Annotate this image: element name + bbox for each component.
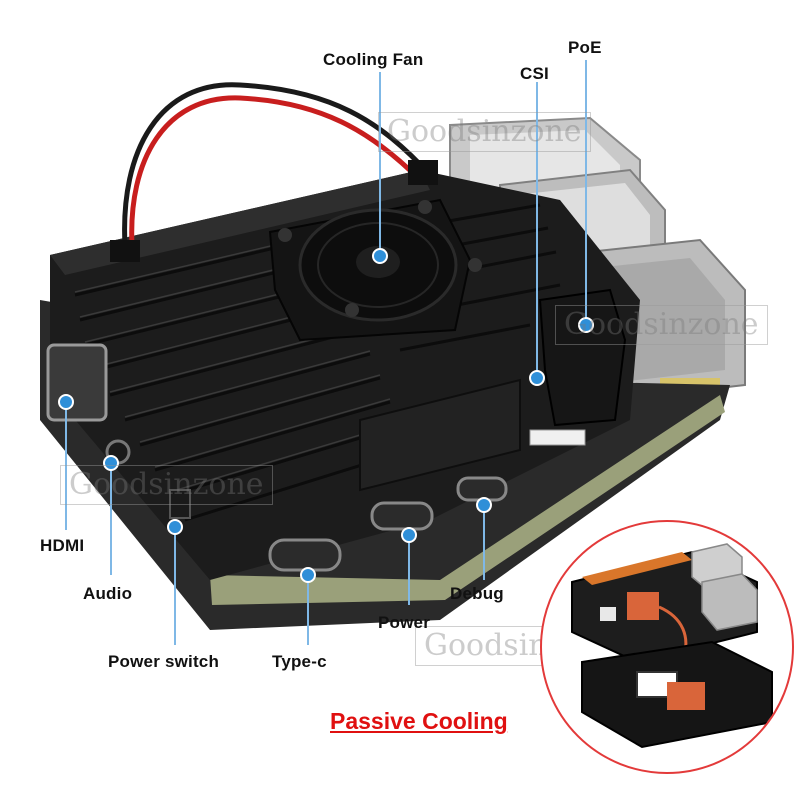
poe-header-slot [538,288,627,427]
watermark: Goodsinzone [555,305,768,345]
label-power-switch: Power switch [108,652,220,671]
passive-cooling-title: Passive Cooling [330,708,508,734]
pcb-edge [210,395,725,605]
cooling-fan [268,198,482,342]
label-hdmi: HDMI [40,536,85,555]
passive-cooling-inset [540,520,794,774]
label-csi: CSI [520,64,549,83]
fan-wire-red [129,95,422,246]
label-debug: Debug [450,584,504,603]
exploded-view-illustration [571,543,773,749]
callout-lines [65,60,587,645]
label-type-c: Type-c [272,652,327,671]
watermark: Goodsinzone [60,465,273,505]
watermark: Goodsinzone [378,112,591,152]
label-poe: PoE [568,38,602,57]
inset-case-pad [667,682,705,710]
label-power: Power [378,613,431,632]
inset-gpio-header [582,552,692,585]
case-front-block [359,378,521,492]
fan-connector [110,240,140,262]
label-audio: Audio [83,584,133,603]
front-ports [46,343,586,572]
label-cooling-fan: Cooling Fan [323,50,424,69]
callout-markers [58,248,594,583]
ribbon-connector [529,429,586,446]
inset-thermal-pad [627,592,659,620]
